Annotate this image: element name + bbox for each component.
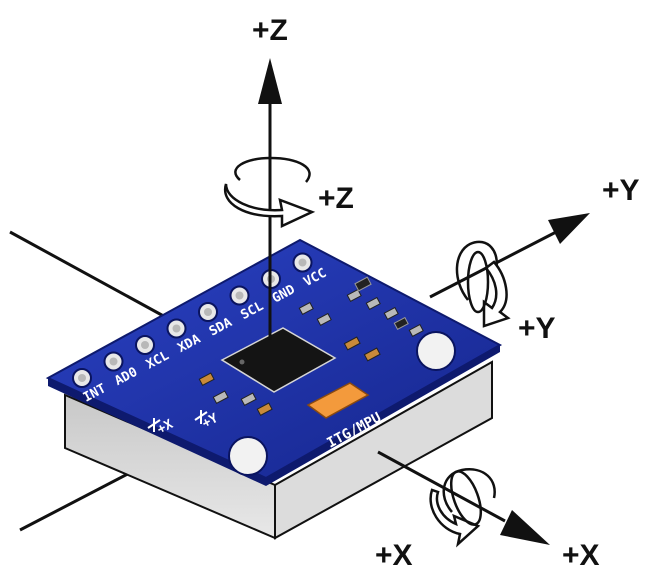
smd-resistor	[212, 390, 229, 405]
smd-resistor	[316, 312, 332, 327]
smd-capacitor	[363, 347, 381, 362]
smd-resistor	[365, 296, 381, 311]
z-translation-label: +Z	[252, 14, 288, 47]
pin-hole	[109, 357, 118, 366]
pin-hole	[235, 291, 244, 300]
board-axis-mark-y: +Y	[200, 411, 221, 432]
mount-hole-bottom	[228, 436, 268, 476]
block-right-face	[274, 360, 493, 540]
pin-hole	[204, 308, 212, 316]
smd-components	[198, 276, 424, 419]
z-axis-arrow-head	[258, 58, 282, 104]
smd-resistor	[383, 306, 399, 321]
pin-hole	[298, 258, 307, 267]
z-rotation-arrow-icon	[223, 156, 316, 228]
x-axis-arrow-head	[500, 510, 550, 545]
x-rotation-arrow-icon	[429, 468, 496, 548]
smd-transistor	[354, 276, 372, 292]
y-axis-arrow-head	[548, 213, 590, 244]
mpu-chip	[220, 327, 337, 393]
pin-hole	[172, 324, 181, 333]
smd-resistor	[298, 301, 314, 316]
smd-resistor	[346, 288, 362, 303]
z-rotation-label: +Z	[318, 182, 354, 215]
smd-capacitor	[256, 402, 273, 417]
pin-hole	[78, 374, 86, 382]
chip-body	[220, 327, 337, 393]
smd-diode	[393, 316, 409, 331]
y-translation-label: +Y	[602, 174, 640, 207]
x-axis-line-front	[377, 450, 506, 523]
y-rotation-label: +Y	[518, 312, 556, 345]
x-translation-label: +X	[562, 539, 600, 572]
board-axis-arrow-icon	[147, 410, 208, 432]
y-rotation-arrow-icon	[455, 240, 511, 328]
smd-capacitor	[198, 372, 215, 387]
smd-resistor	[408, 323, 424, 338]
crystal-oscillator	[306, 382, 370, 419]
chip-dot	[239, 359, 245, 365]
board-axis-mark-x: +X	[155, 417, 176, 438]
mount-hole-right	[416, 331, 456, 371]
smd-resistor	[240, 392, 257, 407]
pin-hole	[141, 341, 149, 349]
x-axis-line-back	[9, 230, 181, 327]
x-rotation-label: +X	[375, 539, 413, 572]
smd-capacitor	[343, 336, 361, 351]
